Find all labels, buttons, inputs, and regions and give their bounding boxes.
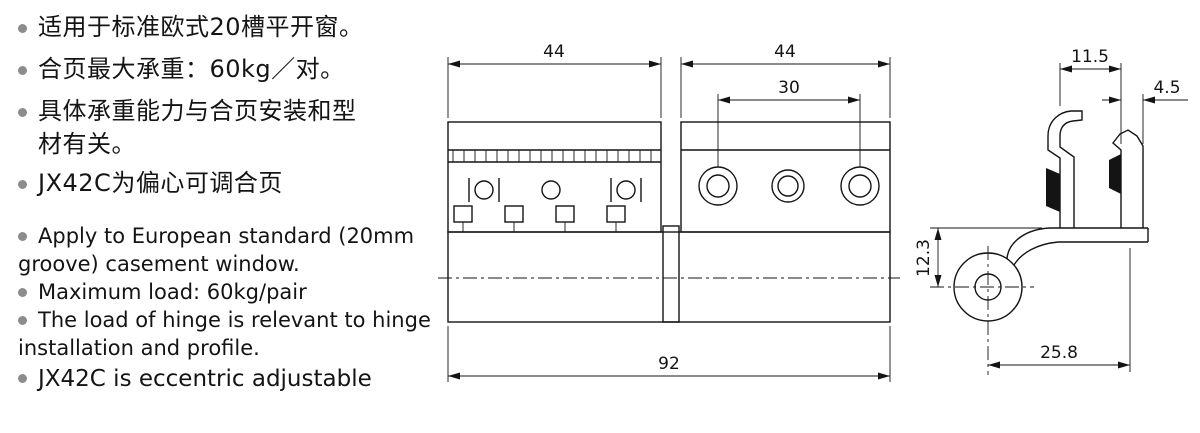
note-en-1: Apply to European standard (20mm xyxy=(18,224,414,248)
bullet-icon xyxy=(18,180,27,189)
serration-ticks xyxy=(452,150,652,162)
bullet-icon xyxy=(18,24,27,33)
bullet-icon xyxy=(18,316,27,325)
dim-side-bottom-width: 25.8 xyxy=(1040,343,1078,363)
gasket-left xyxy=(1046,168,1060,212)
note-cn-1: 适用于标准欧式20槽平开窗。 xyxy=(18,13,364,42)
hinge-pivot xyxy=(662,225,680,323)
left-clip-prong xyxy=(1047,110,1083,228)
note-text: groove) casement window. xyxy=(18,252,300,276)
note-text: installation and profile. xyxy=(18,336,260,360)
note-text: JX42C is eccentric adjustable xyxy=(38,366,372,392)
dim-front-left-width: 44 xyxy=(543,42,565,62)
bullet-icon xyxy=(18,374,27,383)
front-view xyxy=(438,121,900,323)
dim-side-arm-height: 12.3 xyxy=(914,239,934,277)
dim-total-width: 92 xyxy=(658,354,680,374)
arm-inner-curve xyxy=(1013,241,1059,266)
note-text: The load of hinge is relevant to hinge xyxy=(38,308,431,332)
note-text: 合页最大承重：60kg／对。 xyxy=(38,55,345,83)
note-cn-4: JX42C为偏心可调合页 xyxy=(18,169,283,198)
note-text: 适用于标准欧式20槽平开窗。 xyxy=(38,13,364,41)
note-cn-3: 具体承重能力与合页安装和型 xyxy=(18,97,357,126)
notes-panel: 适用于标准欧式20槽平开窗。 合页最大承重：60kg／对。 具体承重能力与合页安… xyxy=(0,0,440,433)
bullet-icon xyxy=(18,288,27,297)
side-view-dimensions: 11.5 4.5 12.3 25.8 xyxy=(914,47,1188,372)
dim-side-clip-width: 4.5 xyxy=(1153,78,1180,98)
arm-outer-curve xyxy=(1006,227,1051,260)
front-view-dimensions: 44 44 30 92 xyxy=(447,42,891,382)
note-en-3-cont: installation and profile. xyxy=(18,336,260,360)
note-text: 具体承重能力与合页安装和型 xyxy=(38,97,357,125)
bullet-icon xyxy=(18,66,27,75)
note-text: Apply to European standard (20mm xyxy=(38,224,415,248)
front-base-plate xyxy=(438,225,900,323)
note-en-1-cont: groove) casement window. xyxy=(18,252,300,276)
front-right-leaf xyxy=(680,121,891,233)
dim-side-top-offset: 11.5 xyxy=(1071,47,1109,67)
note-en-4: JX42C is eccentric adjustable xyxy=(18,366,372,392)
bullet-icon xyxy=(18,108,27,117)
note-cn-2: 合页最大承重：60kg／对。 xyxy=(18,55,345,84)
note-en-3: The load of hinge is relevant to hinge xyxy=(18,308,431,332)
bullet-icon xyxy=(18,232,27,241)
dim-front-right-width: 44 xyxy=(774,42,796,62)
note-text: Maximum load: 60kg/pair xyxy=(38,280,307,304)
note-cn-3-cont: 材有关。 xyxy=(18,130,136,159)
front-left-leaf xyxy=(447,121,662,233)
note-text: 材有关。 xyxy=(38,130,136,158)
dim-hole-spacing: 30 xyxy=(778,78,800,98)
right-clip-prong xyxy=(1112,129,1144,228)
note-text: JX42C为偏心可调合页 xyxy=(38,169,283,197)
gasket-right xyxy=(1109,154,1121,194)
note-en-2: Maximum load: 60kg/pair xyxy=(18,280,307,304)
side-profile-view xyxy=(930,110,1149,375)
